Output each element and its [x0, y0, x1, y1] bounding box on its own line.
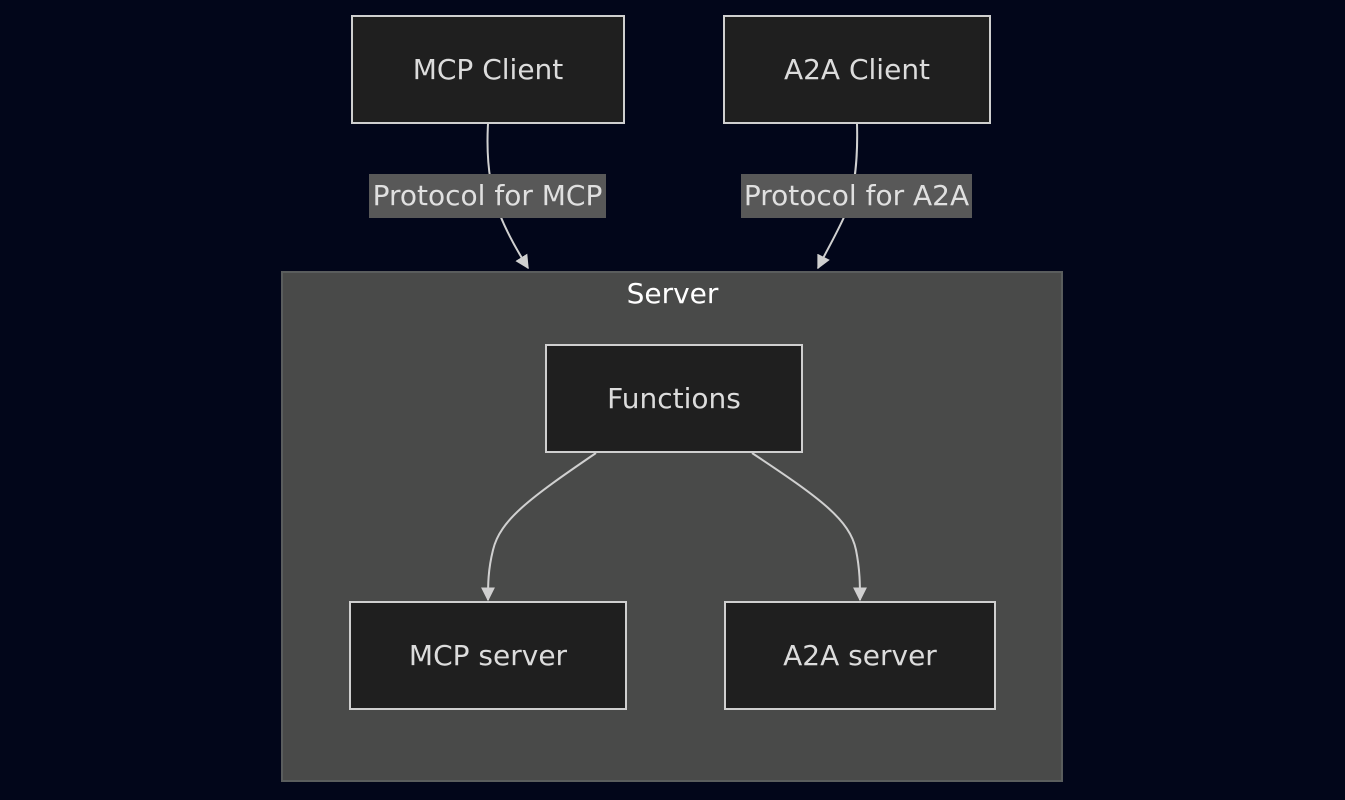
a2a-server-node: A2A server	[724, 601, 996, 710]
mcp-client-node: MCP Client	[351, 15, 625, 124]
edge-label-protocol-mcp: Protocol for MCP	[369, 174, 606, 218]
edge-functions-to-mcp-server	[481, 452, 597, 602]
functions-node: Functions	[545, 344, 803, 453]
a2a-client-node: A2A Client	[723, 15, 991, 124]
edge-functions-to-a2a-server	[751, 452, 867, 602]
edge-label-protocol-a2a: Protocol for A2A	[741, 174, 972, 218]
mcp-server-node: MCP server	[349, 601, 627, 710]
